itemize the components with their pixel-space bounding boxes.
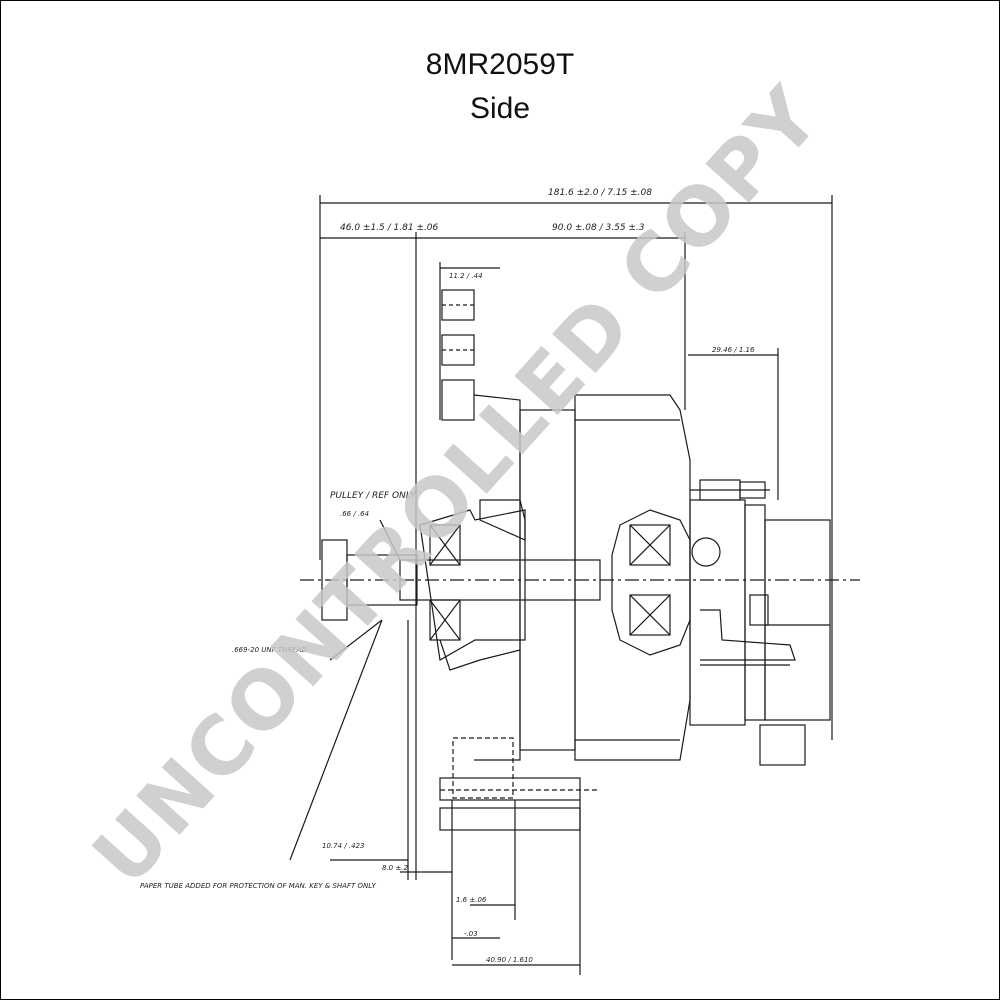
rear-terminal-label: 29.46 / 1.16 [712,346,755,354]
rear-cover [689,499,831,766]
overall-dimension-line [319,195,833,740]
front-face-label: 8.0 ±.2 [382,864,408,872]
flange-label: 1.6 ±.06 [456,896,487,904]
center-rear-dimension-label: 90.0 ±.08 / 3.55 ±.3 [552,223,645,233]
shaft [300,539,860,621]
small-gap-label: -.03 [464,930,478,938]
view-subtitle: Side [469,92,531,125]
center-dimension-line [320,232,686,880]
mount-width-label: 40.90 / 1.610 [486,956,533,964]
pulley-note: PULLEY / REF ONLY [330,491,417,501]
pulley-offset-dimension [439,262,500,420]
pulley-offset-label: 11.2 / .44 [449,272,483,280]
pulley-dim-note: .66 / .64 [340,510,369,518]
pulley-upper [441,289,475,421]
hub-length-label: 10.74 / .423 [322,842,364,850]
paper-tube-note: PAPER TUBE ADDED FOR PROTECTION OF MAN. … [140,882,376,890]
rear-bearing-section [611,509,721,656]
part-number-title: 8MR2059T [425,48,575,81]
terminal-stud [690,479,770,626]
shaft-thread-label: .669-20 UNF THREAD [232,646,307,654]
overall-dimension-label: 181.6 ±2.0 / 7.15 ±.08 [548,188,652,198]
rear-terminal-dimension [688,348,779,500]
leader-lines [289,519,401,861]
bottom-dimension-lines [330,620,581,975]
front-center-dimension-label: 46.0 ±1.5 / 1.81 ±.06 [340,223,439,233]
